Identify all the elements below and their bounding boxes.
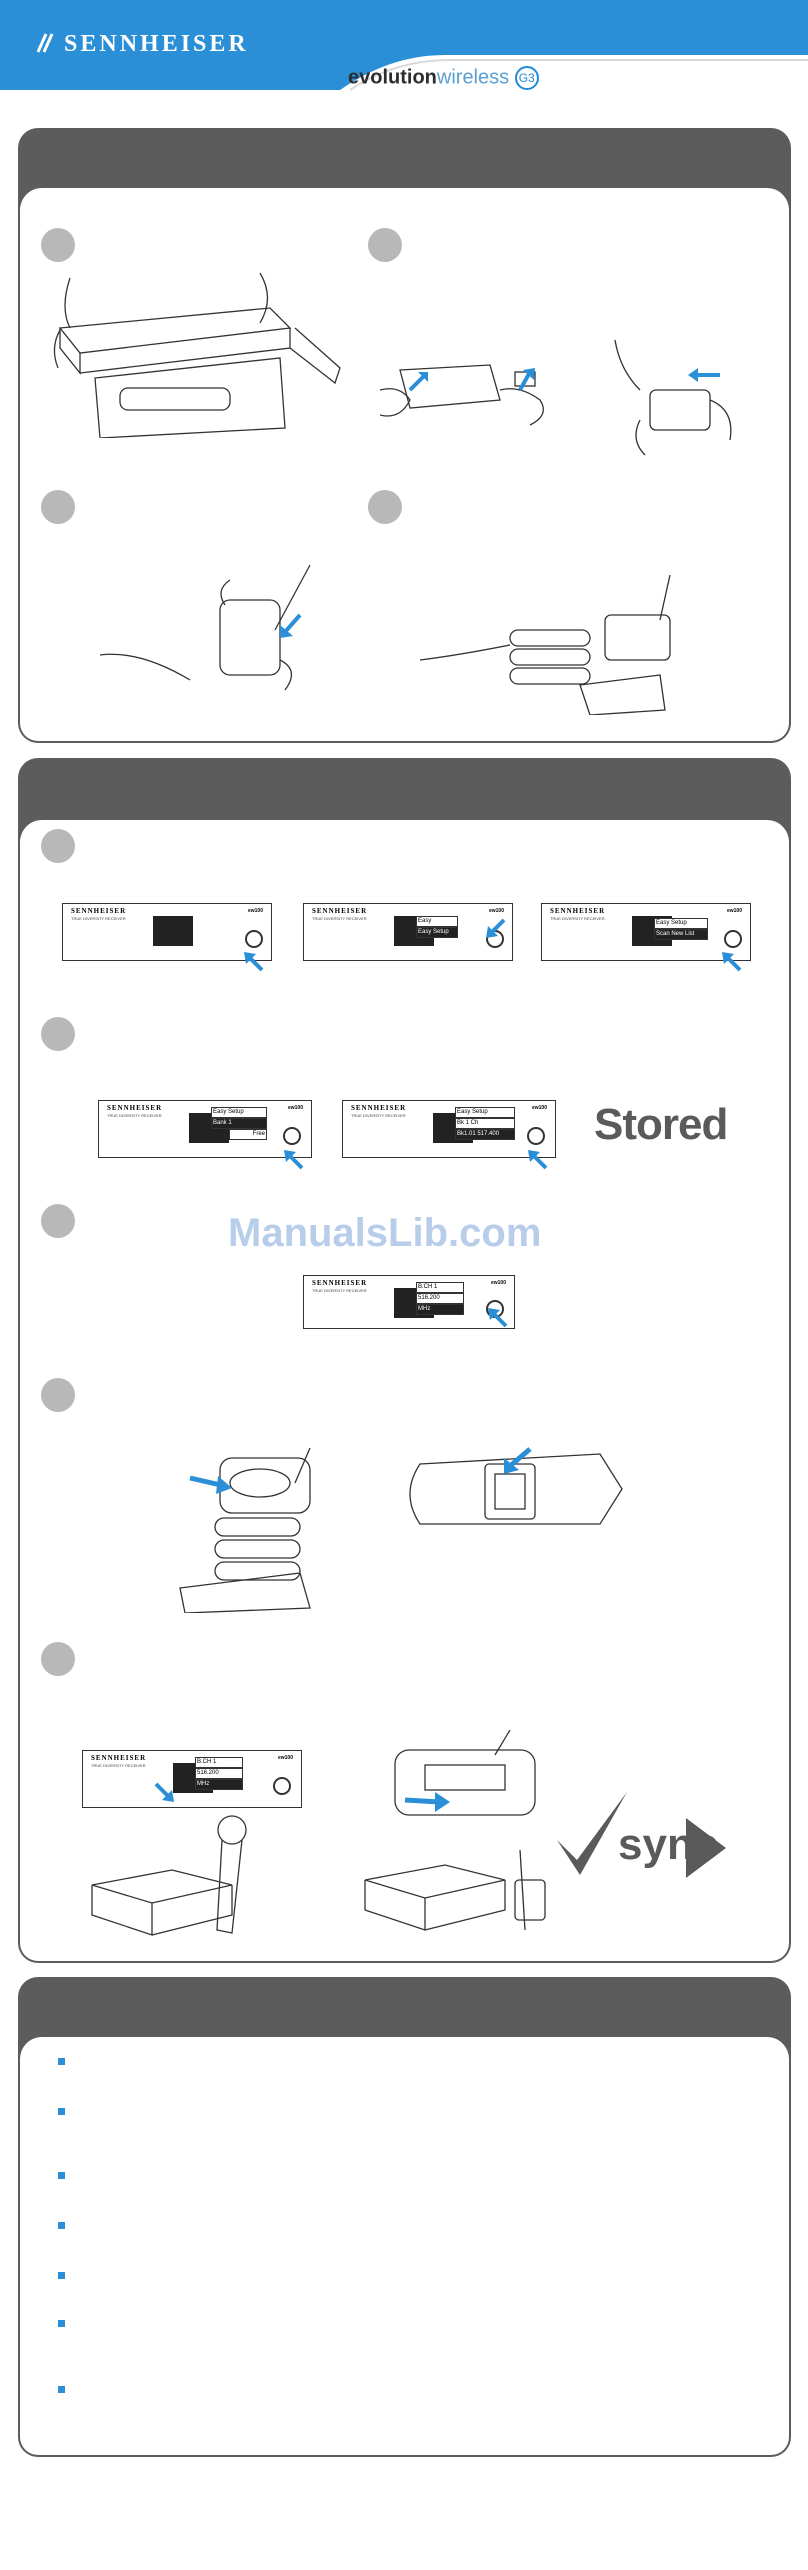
- display-line-3: Bk1.01 517.400: [455, 1129, 515, 1140]
- receiver-model: TRUE DIVERSITY RECEIVER: [550, 916, 605, 921]
- receiver-brand: SENNHEISER: [91, 1754, 147, 1762]
- display-line-3: MHz: [195, 1779, 243, 1790]
- stored-label: Stored: [594, 1100, 728, 1149]
- display-line-1: Easy Setup: [654, 918, 708, 929]
- header-banner: [0, 0, 808, 91]
- receiver-badge: ew100: [726, 908, 742, 914]
- unpack-box-illustration: [53, 272, 341, 438]
- step-3-dot: [41, 490, 75, 524]
- receiver-badge: ew100: [531, 1105, 547, 1111]
- step-5-dot: [41, 1642, 75, 1676]
- bullet-1: [58, 2058, 65, 2065]
- receiver-badge: ew100: [277, 1755, 293, 1761]
- display-line-2: Bk 1 Ch: [455, 1118, 515, 1129]
- step-4-dot: [41, 1378, 75, 1412]
- receiver-badge: ew100: [247, 908, 263, 914]
- press-arrow-icon: [528, 1150, 548, 1170]
- display-line-3: Free: [229, 1129, 267, 1140]
- set-button[interactable]: [273, 1777, 291, 1795]
- open-battery-compartment-illustration: [380, 364, 544, 426]
- display-line-1: B.CH 1: [416, 1282, 464, 1293]
- receiver-model: TRUE DIVERSITY RECEIVER: [71, 916, 126, 921]
- receiver-badge: ew100: [287, 1105, 303, 1111]
- receiver-model: TRUE DIVERSITY RECEIVER: [91, 1763, 146, 1768]
- receiver-front-panel: SENNHEISER TRUE DIVERSITY RECEIVER ew100…: [98, 1100, 312, 1158]
- receiver-front-panel: SENNHEISER TRUE DIVERSITY RECEIVER ew100…: [541, 903, 751, 961]
- receiver-brand: SENNHEISER: [351, 1104, 407, 1112]
- display-line-1: Easy Setup: [455, 1107, 515, 1118]
- set-button[interactable]: [527, 1127, 545, 1145]
- receiver-model: TRUE DIVERSITY RECEIVER: [107, 1113, 162, 1118]
- bullet-4: [58, 2222, 65, 2229]
- display-line-2: Scan New List: [654, 929, 708, 940]
- receiver-brand: SENNHEISER: [107, 1104, 163, 1112]
- receiver-model: TRUE DIVERSITY RECEIVER: [351, 1113, 406, 1118]
- product-logo-g3: G3: [514, 66, 539, 90]
- sync-arrow-icon: [686, 1818, 726, 1878]
- receiver-brand: SENNHEISER: [312, 907, 368, 915]
- receiver-front-panel: SENNHEISER TRUE DIVERSITY RECEIVER ew100…: [82, 1750, 302, 1808]
- bodypack-sync-illustration: [364, 1730, 546, 1931]
- receiver-front-panel: SENNHEISER TRUE DIVERSITY RECEIVER ew100…: [303, 1275, 515, 1329]
- step-2-dot: [41, 1017, 75, 1051]
- press-arrow-icon: [244, 952, 264, 972]
- receiver-brand: SENNHEISER: [550, 907, 606, 915]
- receiver-model: TRUE DIVERSITY RECEIVER: [312, 916, 367, 921]
- watermark: ManualsLib.com: [228, 1211, 542, 1255]
- step-3-dot: [41, 1204, 75, 1238]
- receiver-front-panel: SENNHEISER TRUE DIVERSITY RECEIVER ew100…: [342, 1100, 556, 1158]
- display-line-2: Easy Setup: [416, 927, 458, 938]
- display-line-1: Easy: [416, 916, 458, 927]
- receiver-badge: ew100: [488, 908, 504, 914]
- display-line-3: MHz: [416, 1304, 464, 1315]
- press-arrow-icon: [154, 1782, 174, 1802]
- press-arrow-icon: [722, 952, 742, 972]
- sennheiser-logo-icon: [32, 30, 58, 56]
- display-line-2: 516.200: [195, 1768, 243, 1779]
- display-line-1: Easy Setup: [211, 1107, 267, 1118]
- insert-batteries-illustration: [420, 575, 671, 715]
- display-line-1: B.CH 1: [195, 1757, 243, 1768]
- bullet-6: [58, 2320, 65, 2327]
- bullet-2: [58, 2108, 65, 2115]
- display-line-2: 516.200: [416, 1293, 464, 1304]
- product-logo-wireless: wireless: [436, 66, 510, 89]
- receiver-front-panel: SENNHEISER TRUE DIVERSITY RECEIVER ew100…: [303, 903, 513, 961]
- receiver-brand: SENNHEISER: [71, 907, 127, 915]
- receiver-display: [153, 916, 193, 946]
- set-button[interactable]: [245, 930, 263, 948]
- bodypack-open-illustration: [179, 1448, 311, 1613]
- step-2-dot: [368, 228, 402, 262]
- section-unpack: [18, 128, 791, 743]
- display-line-2: Bank 1: [211, 1118, 267, 1129]
- step-1-dot: [41, 829, 75, 863]
- bullet-5: [58, 2272, 65, 2279]
- bullet-3: [58, 2172, 65, 2179]
- step-1-dot: [41, 228, 75, 262]
- product-logo-evo: evolution: [348, 66, 437, 89]
- receiver-model: TRUE DIVERSITY RECEIVER: [312, 1288, 367, 1293]
- section-notes: [18, 1977, 791, 2457]
- receiver-and-mic-sync-illustration: [91, 1815, 247, 1936]
- receiver-front-panel: SENNHEISER TRUE DIVERSITY RECEIVER ew100: [62, 903, 272, 961]
- press-arrow-icon: [486, 918, 506, 938]
- press-arrow-icon: [284, 1150, 304, 1170]
- set-button[interactable]: [724, 930, 742, 948]
- bodypack-belt-clip-illustration: [100, 564, 311, 691]
- bullet-7: [58, 2386, 65, 2393]
- receiver-brand: SENNHEISER: [312, 1279, 368, 1287]
- step-4-dot: [368, 490, 402, 524]
- receiver-badge: ew100: [490, 1280, 506, 1286]
- insert-battery-pack-illustration: [614, 339, 732, 456]
- handheld-mic-display-illustration: [409, 1447, 623, 1525]
- press-arrow-icon: [488, 1308, 508, 1328]
- brand-logo-text: SENNHEISER: [64, 31, 249, 57]
- product-logo: evolutionwireless G3: [348, 66, 539, 90]
- set-button[interactable]: [283, 1127, 301, 1145]
